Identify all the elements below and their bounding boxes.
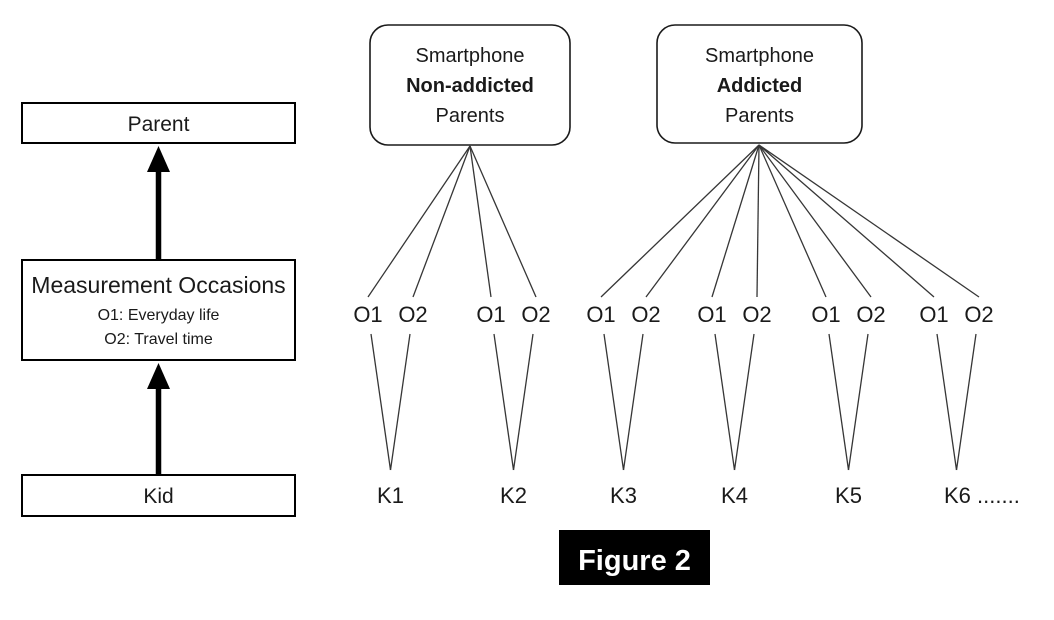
- occasion-label-k4-o2: O2: [742, 302, 771, 327]
- line-o1-to-k1: [370, 333, 392, 471]
- occasion-label-k3-o2: O2: [631, 302, 660, 327]
- fan-line-addicted-k5-o2: [758, 144, 872, 298]
- parent-box: [21, 102, 296, 144]
- line-o1-to-k5: [828, 333, 850, 471]
- fan-line-nonaddicted-k1-o1: [367, 145, 471, 298]
- fan-line-addicted-k3-o1: [600, 144, 760, 298]
- addicted-parents-box: [656, 24, 863, 144]
- occasion-label-k1-o2: O2: [398, 302, 427, 327]
- kid-box-label: Kid: [143, 485, 173, 508]
- kid-label-k3: K3: [610, 483, 637, 508]
- fan-line-addicted-k3-o2: [645, 144, 760, 298]
- line-o2-to-k1: [389, 333, 411, 471]
- occasion-label-k6-o2: O2: [964, 302, 993, 327]
- non-addicted-box-line2: Non-addicted: [406, 75, 534, 97]
- kid-label-k5: K5: [835, 483, 862, 508]
- line-o1-to-k2: [493, 333, 515, 471]
- occasion-label-k2-o1: O1: [476, 302, 505, 327]
- occasion-label-k5-o2: O2: [856, 302, 885, 327]
- non-addicted-parents-box: [369, 24, 571, 146]
- kid-label-k4: K4: [721, 483, 748, 508]
- kid-label-k6: K6 .......: [944, 483, 1020, 508]
- occasion-label-k1-o1: O1: [353, 302, 382, 327]
- line-o2-to-k3: [622, 333, 644, 471]
- figure-caption-background: [559, 530, 710, 585]
- addicted-box-line2: Addicted: [717, 75, 803, 97]
- measurement-occasion-2-desc: O2: Travel time: [104, 331, 213, 348]
- line-o1-to-k4: [714, 333, 736, 471]
- line-o2-to-k6: [955, 333, 977, 471]
- fan-line-addicted-k4-o2: [756, 144, 760, 298]
- kid-label-k1: K1: [377, 483, 404, 508]
- line-o1-to-k6: [936, 333, 958, 471]
- kid-label-k2: K2: [500, 483, 527, 508]
- fan-line-addicted-k6-o2: [758, 144, 980, 298]
- non-addicted-box-line3: Parents: [436, 105, 505, 127]
- occasion-label-k3-o1: O1: [586, 302, 615, 327]
- measurement-occasions-box: [21, 259, 296, 361]
- fan-line-addicted-k5-o1: [758, 144, 827, 298]
- line-o2-to-k2: [512, 333, 534, 471]
- fan-line-nonaddicted-k2-o1: [469, 145, 492, 298]
- occasion-label-k5-o1: O1: [811, 302, 840, 327]
- fan-line-nonaddicted-k2-o2: [469, 145, 537, 298]
- non-addicted-box-line1: Smartphone: [416, 45, 525, 67]
- figure-caption: Figure 2: [578, 545, 691, 577]
- arrowhead-kid-to-measurement: [147, 363, 170, 389]
- fan-line-nonaddicted-k1-o2: [412, 145, 471, 298]
- line-o2-to-k5: [847, 333, 869, 471]
- occasion-label-k2-o2: O2: [521, 302, 550, 327]
- fan-line-addicted-k6-o1: [758, 144, 935, 298]
- fan-line-addicted-k4-o1: [711, 144, 760, 298]
- parent-box-label: Parent: [128, 113, 190, 136]
- occasion-label-k4-o1: O1: [697, 302, 726, 327]
- line-o2-to-k4: [733, 333, 755, 471]
- measurement-occasion-1-desc: O1: Everyday life: [98, 307, 220, 324]
- line-o1-to-k3: [603, 333, 625, 471]
- addicted-box-line3: Parents: [725, 105, 794, 127]
- addicted-box-line1: Smartphone: [705, 45, 814, 67]
- kid-box: [21, 474, 296, 517]
- measurement-occasions-title: Measurement Occasions: [31, 272, 285, 298]
- occasion-label-k6-o1: O1: [919, 302, 948, 327]
- arrowhead-measurement-to-parent: [147, 146, 170, 172]
